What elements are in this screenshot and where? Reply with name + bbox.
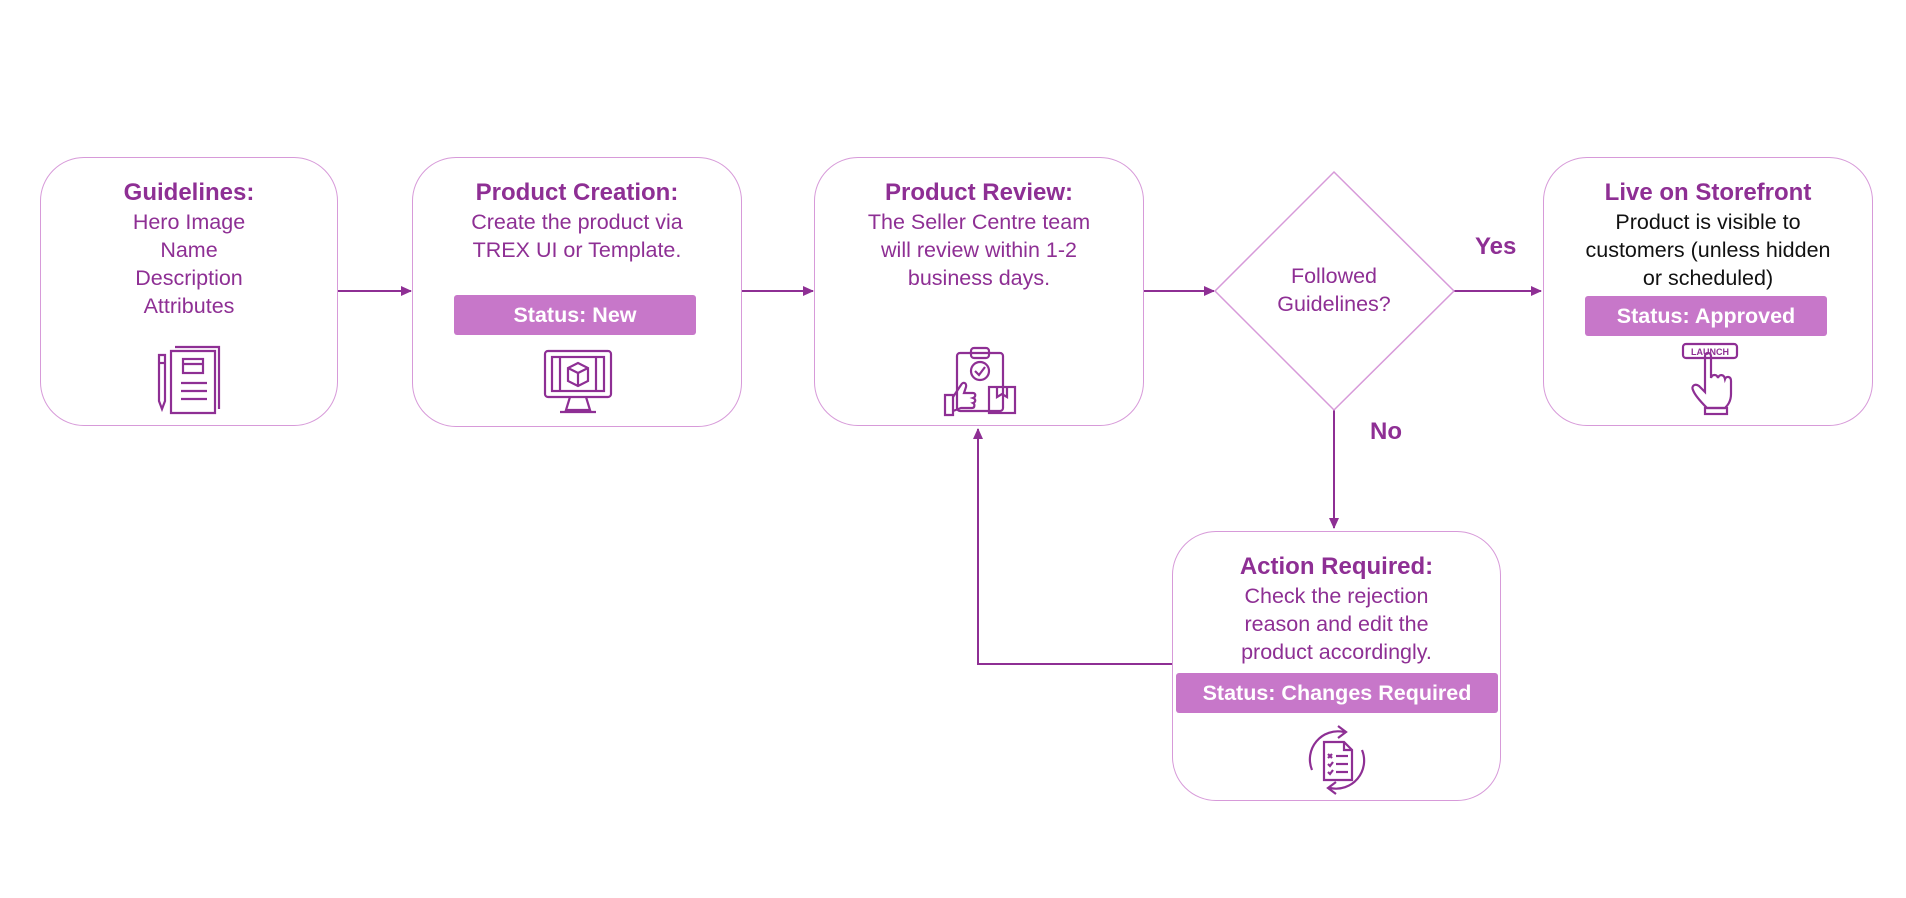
action-required-box: Action Required: Check the rejection rea…	[1172, 531, 1501, 801]
status-badge-new: Status: New	[454, 295, 696, 335]
launch-button-hand-icon: LAUNCH	[1681, 342, 1739, 416]
action-required-title: Action Required:	[1239, 553, 1434, 580]
launch-text: LAUNCH	[1691, 347, 1729, 357]
arrow-action-to-review	[973, 428, 1172, 665]
clipboard-thumbs-up-icon	[943, 346, 1017, 417]
product-creation-line: Create the product via	[471, 210, 683, 234]
yes-label: Yes	[1475, 233, 1517, 260]
live-line: customers (unless hidden	[1585, 238, 1831, 262]
product-review-line: business days.	[907, 266, 1051, 290]
monitor-box-icon	[543, 349, 613, 414]
status-badge-approved: Status: Approved	[1585, 296, 1827, 336]
live-line: or scheduled)	[1642, 266, 1774, 290]
product-review-line: will review within 1-2	[881, 238, 1077, 262]
live-on-storefront-box: Live on Storefront Product is visible to…	[1543, 157, 1873, 426]
live-line: Product is visible to	[1615, 210, 1801, 234]
decision-line: Guidelines?	[1277, 292, 1391, 316]
decision-question: Followed Guidelines?	[1234, 262, 1434, 318]
guidelines-box: Guidelines: Hero Image Name Description …	[40, 157, 338, 426]
document-refresh-icon	[1308, 725, 1366, 795]
guidelines-item: Name	[160, 238, 218, 262]
guidelines-title: Guidelines:	[123, 179, 255, 206]
product-creation-title: Product Creation:	[475, 179, 679, 206]
no-label: No	[1370, 418, 1402, 445]
action-required-line: Check the rejection	[1244, 584, 1429, 608]
product-review-line: The Seller Centre team	[867, 210, 1091, 234]
status-badge-changes-required: Status: Changes Required	[1176, 673, 1498, 713]
document-pen-icon	[157, 345, 221, 415]
guidelines-item: Description	[135, 266, 243, 290]
action-required-line: product accordingly.	[1241, 640, 1432, 664]
product-creation-box: Product Creation: Create the product via…	[412, 157, 742, 427]
action-required-line: reason and edit the	[1244, 612, 1429, 636]
product-creation-line: TREX UI or Template.	[472, 238, 682, 262]
product-review-box: Product Review: The Seller Centre team w…	[814, 157, 1144, 426]
guidelines-item: Hero Image	[132, 210, 246, 234]
guidelines-item: Attributes	[143, 294, 235, 318]
decision-line: Followed	[1290, 264, 1378, 288]
live-title: Live on Storefront	[1604, 179, 1812, 206]
decision-diamond	[1213, 170, 1456, 412]
product-review-title: Product Review:	[884, 179, 1074, 206]
